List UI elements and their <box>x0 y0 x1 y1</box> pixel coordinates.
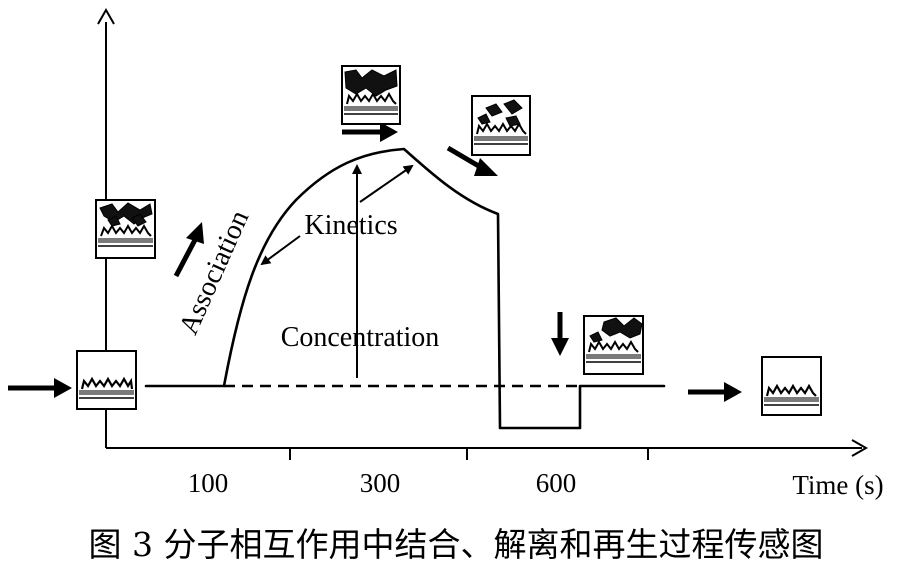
x-axis-label: Time (s) <box>792 470 883 500</box>
sensor-association-icon <box>95 199 156 259</box>
x-tick-label-300: 300 <box>360 468 401 498</box>
x-tick-label-600: 600 <box>536 468 577 498</box>
sensor-regeneration-icon <box>583 315 644 375</box>
flow-arrow-out <box>688 382 742 402</box>
kinetics-arrow-left <box>260 235 301 266</box>
association-arrow <box>173 222 204 278</box>
concentration-label: Concentration <box>281 322 440 353</box>
sensor-steady-state-icon <box>341 65 401 125</box>
regeneration-arrow <box>551 312 569 356</box>
dissociation-arrow <box>446 145 498 176</box>
steady-state-arrow <box>342 122 398 142</box>
association-label: Association <box>173 206 255 339</box>
sensor-surface-regenerated-icon <box>761 356 822 416</box>
kinetics-arrow-right <box>359 164 414 203</box>
sensorgram-curve <box>144 147 666 430</box>
flow-arrow-in <box>8 378 72 398</box>
sensor-surface-baseline-icon <box>76 350 137 410</box>
kinetics-label: Kinetics <box>304 210 397 241</box>
x-tick-label-100: 100 <box>188 468 229 498</box>
x-axis <box>106 439 869 460</box>
figure-caption: 图 3 分子相互作用中结合、解离和再生过程传感图 <box>89 525 824 564</box>
sensor-dissociation-icon <box>471 95 531 156</box>
